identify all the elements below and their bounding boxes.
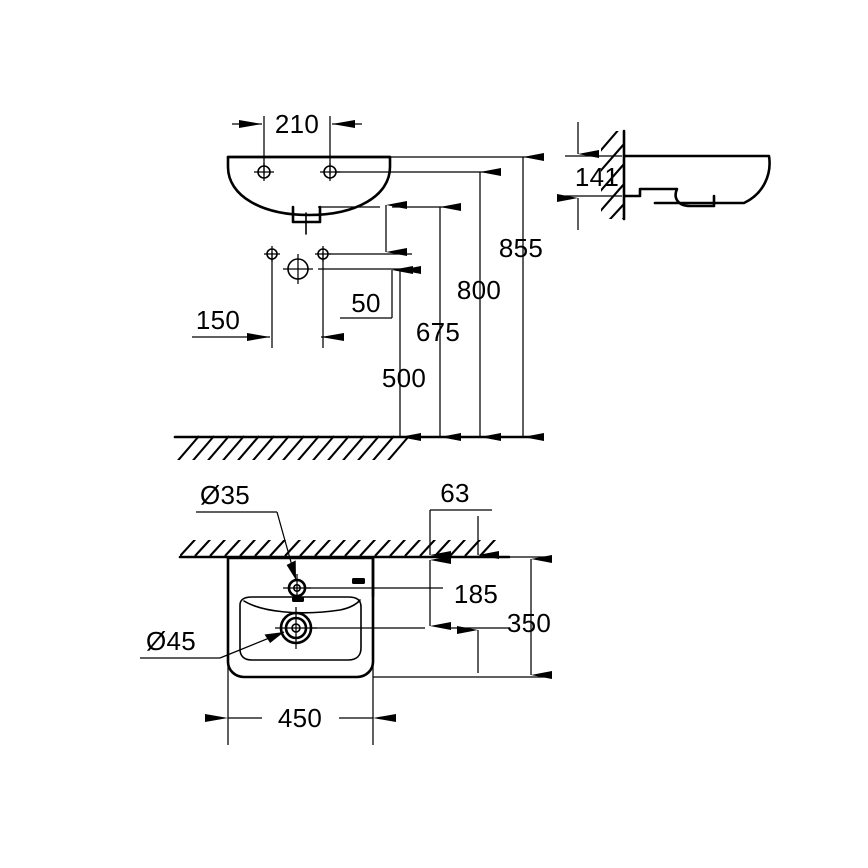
side-elevation-group (601, 129, 771, 221)
basin-side-bracket (622, 187, 716, 208)
diameter-45-label: Ø45 (146, 626, 196, 656)
plan-wall-hatching (180, 540, 497, 557)
leader-diameter-45: Ø45 (140, 626, 285, 659)
floor-line-group (173, 435, 543, 460)
dimension-800-label: 800 (457, 275, 501, 305)
dimension-500-label: 500 (382, 363, 426, 393)
plan-basin-outline (226, 556, 375, 679)
dimension-150-label: 150 (196, 305, 240, 335)
dimension-50: 50 (340, 201, 413, 319)
plan-basin-group (226, 556, 375, 679)
wall-hatching (601, 131, 625, 219)
basin-side-outline (622, 154, 771, 205)
floor-hatching (177, 435, 410, 460)
dimension-63: 63 (429, 478, 499, 559)
plan-wall-line-group (178, 540, 511, 559)
plan-bowl-inner-outline (239, 596, 362, 661)
dimension-800: 800 (457, 168, 501, 441)
plan-bowl-back-curve (243, 599, 361, 614)
bowl-overflow-mark (292, 597, 304, 602)
dimension-350: 350 (507, 555, 552, 679)
dimension-675-label: 675 (416, 317, 460, 347)
dimension-350-label: 350 (507, 608, 551, 638)
dimension-150: 150 (192, 305, 270, 341)
dimension-63-label: 63 (440, 478, 470, 508)
basin-front-outline (226, 155, 392, 217)
dimension-675: 675 (416, 203, 461, 441)
dimension-450: 450 (205, 665, 396, 745)
dimension-141: 141 (557, 122, 622, 230)
waste-centre-symbol (283, 254, 313, 284)
dimension-50-label: 50 (351, 288, 381, 318)
dimension-210-label: 210 (275, 109, 319, 139)
dimension-500: 500 (382, 266, 426, 441)
front-elevation-basin (226, 155, 392, 235)
diameter-35-label: Ø35 (200, 480, 250, 510)
dimension-210: 210 (232, 109, 362, 175)
dimension-450-label: 450 (278, 703, 322, 733)
dimension-855: 855 (499, 153, 544, 441)
overflow-slot (352, 578, 365, 584)
plan-witness-lines (305, 556, 545, 678)
dimension-185-label: 185 (454, 579, 498, 609)
dimension-855-label: 855 (499, 233, 543, 263)
dimension-185: 185 (429, 556, 498, 630)
dimension-141-label: 141 (575, 162, 619, 192)
leader-diameter-35: Ø35 (196, 480, 297, 581)
